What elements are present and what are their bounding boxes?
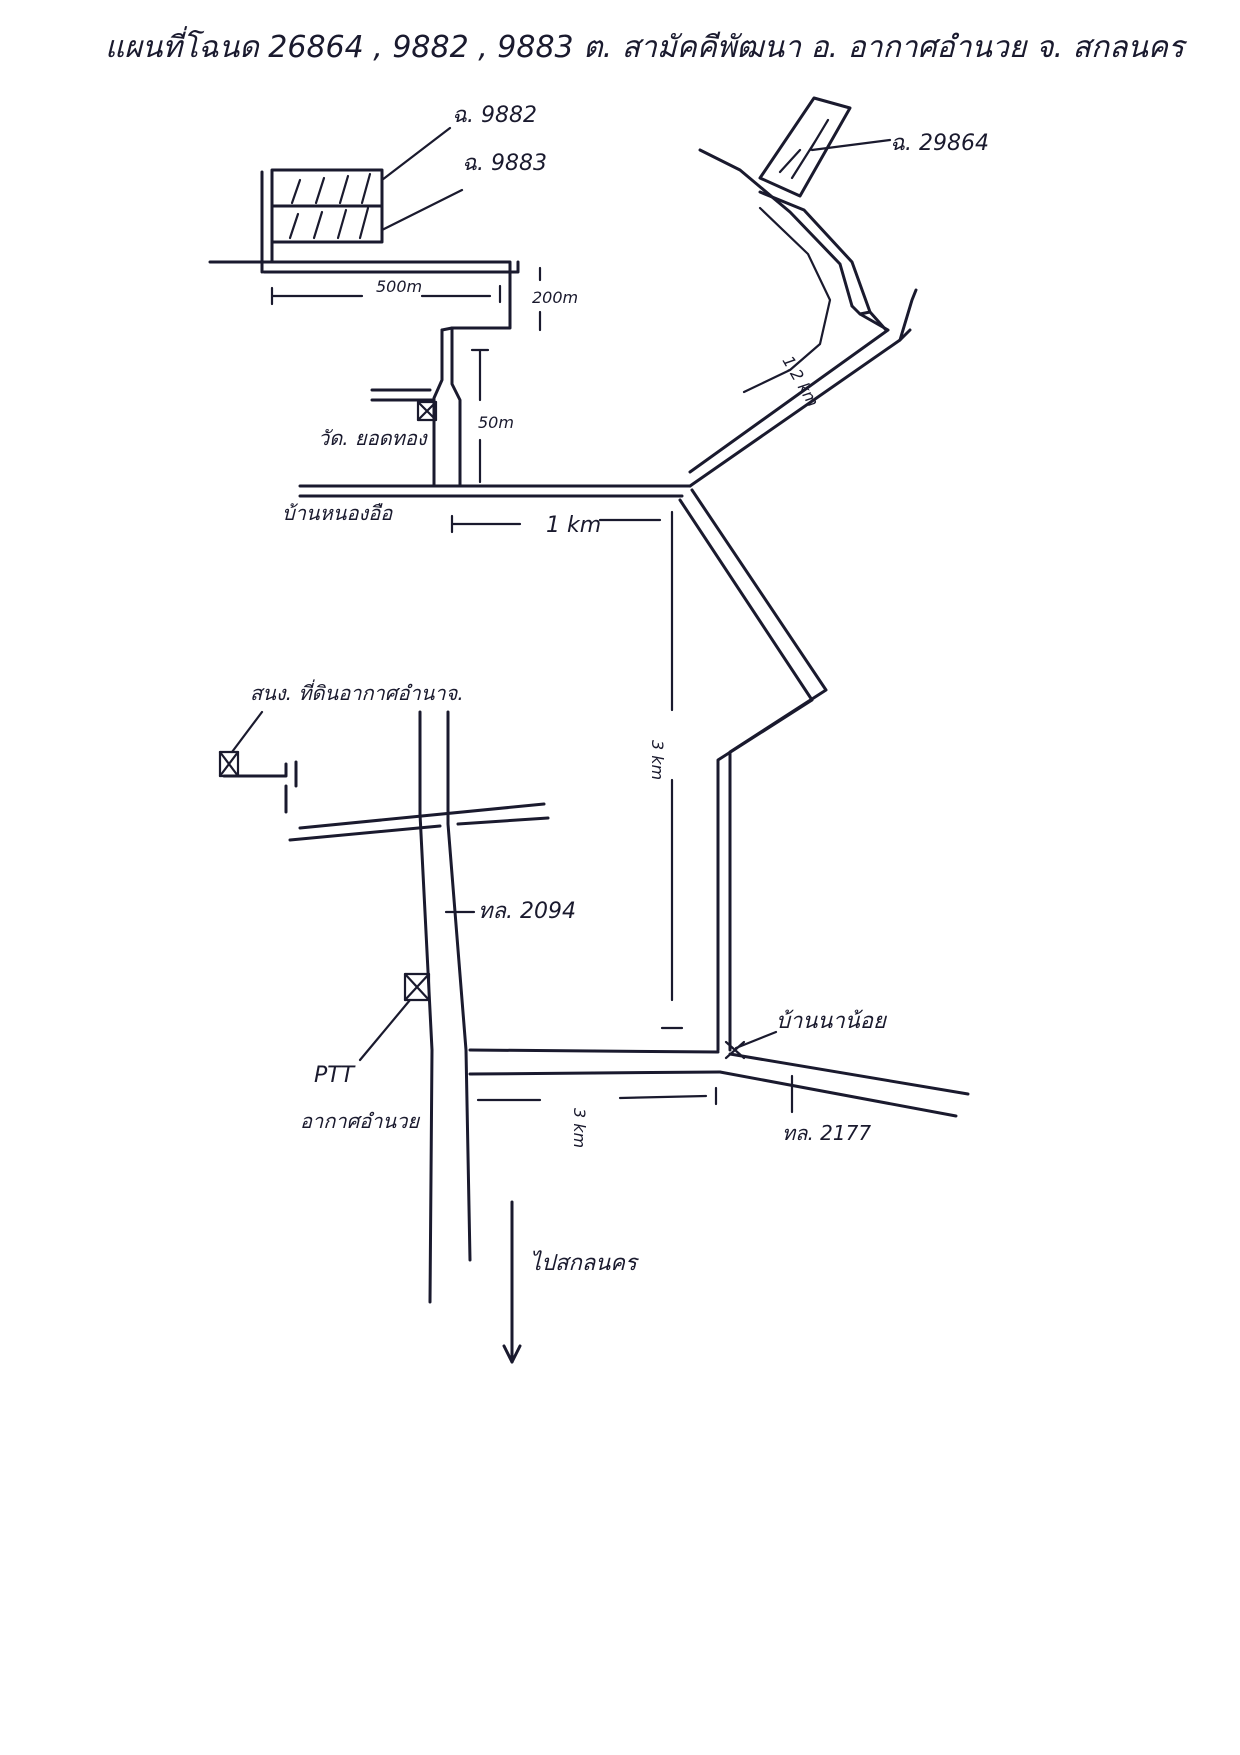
road-junction-to-bannanoi — [678, 488, 828, 1052]
label-ptt-sub: อากาศอำนวย — [300, 1109, 420, 1133]
label-parcel-9882: ฉ. 9882 — [452, 103, 537, 128]
label-direction: ไปสกลนคร — [530, 1250, 640, 1276]
road-northeast-curve — [688, 148, 918, 488]
label-road-2094: ทล. 2094 — [478, 899, 576, 924]
label-road-2177: ทล. 2177 — [782, 1121, 871, 1145]
label-ptt: PTT — [314, 1063, 356, 1088]
label-village-bannanoi: บ้านนาน้อย — [776, 1009, 888, 1034]
bannanoi-marker — [724, 1030, 778, 1060]
dim-line-500m — [270, 284, 502, 306]
label-dist-200m: 200m — [532, 288, 578, 307]
label-dist-3km-bottom: 3 km — [570, 1108, 589, 1148]
road-land-office-spur — [222, 760, 550, 842]
road-village-to-junction — [298, 484, 692, 498]
leader-9883 — [380, 188, 464, 232]
road-upper-left — [208, 260, 520, 488]
dim-line-3km-bottom — [476, 1086, 718, 1106]
road-bannanoi-ew — [468, 1048, 970, 1118]
map-title: แผนที่โฉนด 26864 , 9882 , 9883 ต. สามัคค… — [105, 26, 1188, 65]
label-parcel-9883: ฉ. 9883 — [462, 151, 547, 176]
label-temple: วัด. ยอดทอง — [318, 426, 428, 450]
label-land-office: สนง. ที่ดินอากาศอำนาจ. — [250, 679, 464, 705]
temple-marker — [416, 400, 438, 422]
label-dist-500m: 500m — [376, 277, 422, 296]
arrow-to-sakon-nakhon — [502, 1200, 522, 1364]
dim-line-50m — [470, 348, 490, 484]
leader-ptt — [358, 998, 412, 1062]
label-parcel-29864: ฉ. 29864 — [890, 131, 989, 156]
label-village-nongue: บ้านหนองอือ — [282, 501, 393, 525]
dim-line-1km — [450, 514, 662, 534]
road-2094 — [418, 710, 472, 1304]
leader-land-office — [230, 710, 264, 754]
dim-line-3km — [660, 510, 684, 1030]
leader-29864 — [810, 138, 892, 152]
label-dist-50m: 50m — [478, 413, 514, 432]
ptt-station-marker — [403, 972, 431, 1002]
parcel-block-9882-9883 — [260, 168, 384, 264]
land-office-marker — [218, 750, 240, 778]
label-dist-1km: 1 km — [546, 513, 601, 538]
leader-9882 — [380, 126, 452, 182]
label-dist-3km: 3 km — [648, 740, 667, 780]
parcel-29864 — [758, 96, 852, 198]
